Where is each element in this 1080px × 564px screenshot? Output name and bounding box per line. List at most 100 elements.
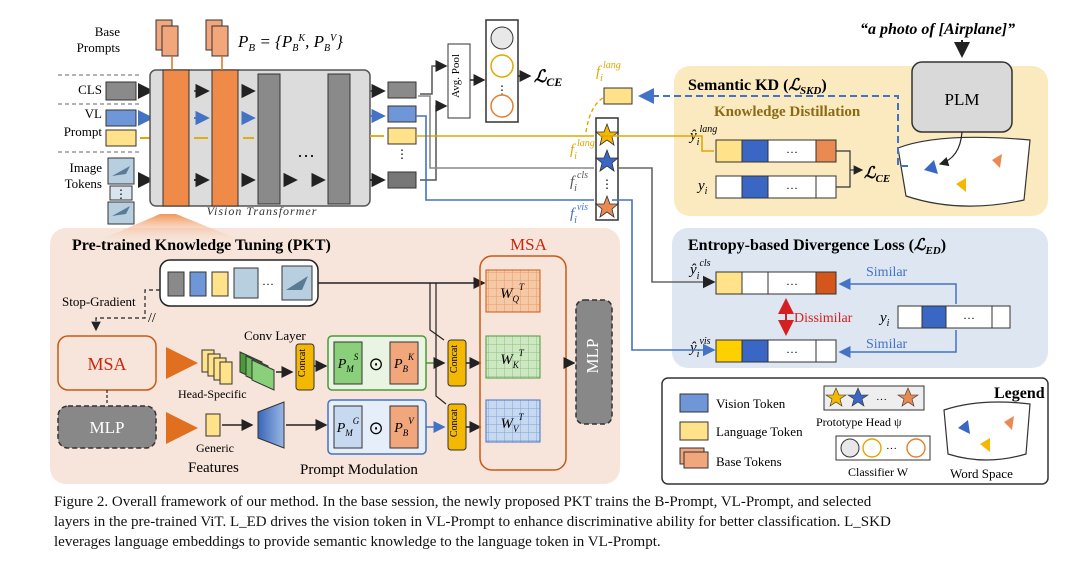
out-dots: ⋮ [396, 147, 408, 161]
caption-line-3: leverages language embeddings to provide… [54, 534, 661, 550]
svg-text:Concat: Concat [449, 345, 460, 374]
skd-word-space [897, 136, 1031, 207]
vl-language-token [105, 129, 137, 147]
conv-layer-label: Conv Layer [244, 328, 306, 343]
svg-text:MSA: MSA [87, 354, 126, 374]
y-skd-vector: ··· [715, 175, 837, 199]
cls-label: CLS [78, 82, 102, 97]
svg-text:Concat: Concat [297, 349, 308, 378]
legend-prototype-head: Prototype Head ψ [816, 415, 902, 429]
out-vision-token [387, 105, 417, 123]
ed-panel: Entropy-based Divergence Loss (ℒED) ŷicl… [612, 167, 1048, 368]
svg-text:⋮: ⋮ [601, 177, 613, 191]
f-cls-label: ficls [570, 170, 588, 194]
svg-text:⋮: ⋮ [115, 187, 127, 201]
dissimilar: Dissimilar [794, 311, 853, 326]
legend-word-space: Word Space [950, 466, 1013, 481]
svg-text:WKT: WKT [500, 348, 525, 370]
generic-feature [205, 413, 221, 437]
svg-text:MLP: MLP [90, 418, 125, 437]
f-lang-top-token [603, 87, 633, 105]
svg-text:···: ··· [786, 181, 798, 195]
svg-text:Concat: Concat [449, 409, 460, 438]
vit-output-arrows [370, 83, 386, 188]
vit-label: Vision Transformer [207, 204, 318, 218]
svg-text://: // [148, 311, 156, 326]
vit-base-layer-1 [162, 69, 190, 207]
svg-text:···: ··· [786, 345, 798, 359]
svg-text:⊙: ⊙ [368, 354, 383, 374]
features-label: Features [188, 460, 239, 476]
svg-text:···: ··· [963, 311, 975, 325]
legend: Legend Vision Token Language Token Base … [661, 377, 1049, 485]
wk-matrix [485, 335, 541, 379]
wq-matrix [485, 269, 541, 313]
svg-text:···: ··· [786, 277, 798, 291]
svg-text:Avg. Pool: Avg. Pool [450, 54, 462, 98]
head-specific-label: Head-Specific [178, 387, 247, 401]
similar-bottom: Similar [866, 337, 908, 352]
ed-title: Entropy-based Divergence Loss (ℒED) [688, 237, 946, 257]
y-ed-vector: ··· [897, 305, 1011, 329]
base-prompt-stack-1 [155, 19, 179, 57]
base-prompt-stack-2 [205, 19, 229, 57]
svg-text:MLP: MLP [583, 339, 602, 374]
pkt-panel: Pre-trained Knowledge Tuning (PKT) ··· S… [50, 214, 620, 484]
avg-pool: Avg. Pool [447, 43, 471, 119]
svg-text:⊙: ⊙ [368, 418, 383, 438]
mlp-block [575, 299, 613, 425]
prototype-head: ⋮ [594, 117, 620, 221]
vl-vision-token [105, 109, 137, 127]
conv-layer [239, 351, 275, 391]
pkt-title: Pre-trained Knowledge Tuning (PKT) [72, 237, 331, 254]
f-vis-label: fivis [570, 202, 588, 226]
head-specific-features [201, 349, 233, 385]
svg-text:WVT: WVT [500, 412, 524, 434]
svg-text:···: ··· [786, 145, 798, 159]
caption-line-2: layers in the pre-trained ViT. L_ED driv… [54, 514, 891, 530]
prompt-modulation-label: Prompt Modulation [300, 462, 418, 478]
y-label-skd: yi [696, 178, 708, 197]
plm-label: PLM [945, 90, 980, 109]
svg-text:⋮: ⋮ [496, 83, 508, 97]
caption-line-1: Figure 2. Overall framework of our metho… [54, 494, 872, 510]
generic-projection [257, 401, 285, 449]
legend-vision-token: Vision Token [716, 396, 786, 411]
vit-layer-dots: ··· [297, 146, 315, 166]
out-cls-token [387, 81, 417, 99]
stop-gradient: Stop-Gradient [62, 294, 136, 309]
vit-layer-3 [257, 73, 281, 205]
vit-base-layer-2 [211, 69, 239, 207]
out-language-token [387, 127, 417, 145]
wv-matrix [485, 399, 541, 443]
svg-text:···: ··· [876, 394, 887, 406]
y-hat-vis-vector: ··· [715, 339, 837, 363]
image-token-thumbs: ⋮ [107, 157, 135, 225]
classifier-top: ⋮ [485, 19, 519, 123]
similar-top: Similar [866, 265, 908, 280]
vit-internal-arrows [194, 83, 326, 188]
legend-base-tokens: Base Tokens [716, 454, 782, 469]
skd-panel: Semantic KD (ℒSKD) Knowledge Distillatio… [600, 21, 1048, 216]
pkt-token-bar: ··· [159, 259, 319, 307]
y-label-ed: yi [878, 310, 890, 329]
generic-label: Generic [196, 441, 234, 455]
pgm-pbv-block: PMG ⊙ PBV [327, 399, 427, 455]
svg-text:···: ··· [886, 443, 897, 455]
cls-token [105, 81, 137, 101]
psm-pbk-block: PMS ⊙ PBK [327, 335, 427, 391]
y-hat-cls-vector: ··· [715, 271, 837, 295]
figure-caption: Figure 2. Overall framework of our metho… [54, 492, 1044, 552]
pb-formula: PB = {PBK, PBV} [237, 32, 343, 54]
concat-left [295, 343, 315, 391]
y-hat-lang-vector: ··· [715, 139, 837, 163]
svg-text:···: ··· [262, 277, 274, 291]
out-image-token [387, 171, 417, 189]
skd-title: Semantic KD (ℒSKD) [688, 77, 827, 97]
legend-title: Legend [994, 385, 1045, 402]
